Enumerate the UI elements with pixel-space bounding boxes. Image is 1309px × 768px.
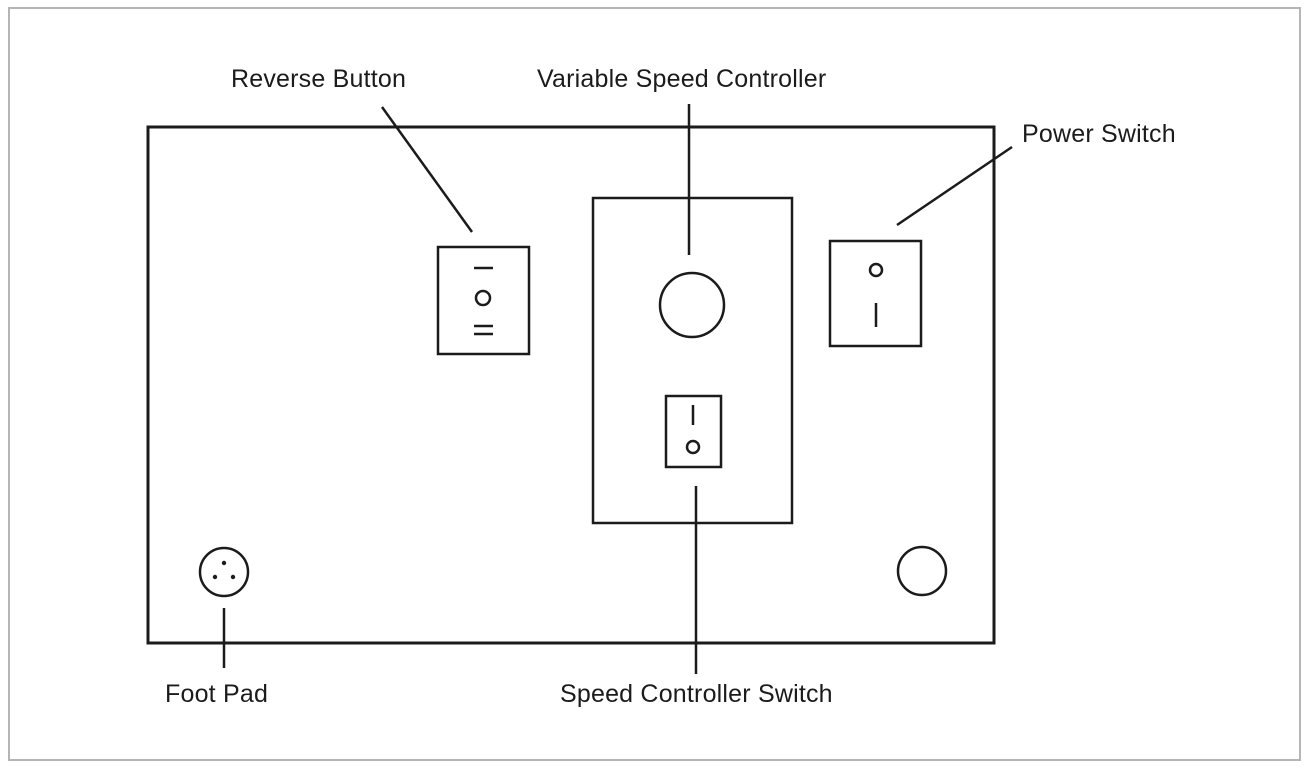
reverse-button-housing[interactable] — [436, 245, 531, 356]
speed-controller-switch[interactable] — [664, 394, 723, 469]
reverse-button-leader — [380, 106, 474, 233]
power-off-symbol — [868, 262, 884, 278]
power-switch-leader — [896, 145, 1013, 227]
foot-pad-pin-left — [212, 574, 218, 580]
reverse-off-symbol — [474, 289, 492, 307]
power-switch-label: Power Switch — [1022, 120, 1176, 148]
round-fitting — [896, 545, 948, 597]
foot-pad-socket[interactable] — [198, 546, 250, 598]
variable-speed-controller-label: Variable Speed Controller — [537, 65, 827, 93]
speed-controller-module — [591, 196, 794, 525]
foot-pad-pin-right — [230, 574, 236, 580]
foot-pad-connector[interactable] — [198, 546, 250, 598]
power-switch[interactable] — [828, 239, 923, 348]
foot-pad-pin-top — [221, 560, 227, 566]
reverse-button[interactable] — [436, 245, 531, 356]
foot-pad-label: Foot Pad — [165, 680, 269, 708]
control-panel — [146, 125, 996, 645]
speed-switch-off-symbol — [685, 439, 701, 455]
power-switch-housing[interactable] — [828, 239, 923, 348]
speed-controller-switch-label: Speed Controller Switch — [560, 680, 833, 708]
variable-speed-knob[interactable] — [658, 271, 726, 339]
outer-frame — [8, 7, 1301, 761]
reverse-button-label: Reverse Button — [231, 65, 407, 93]
